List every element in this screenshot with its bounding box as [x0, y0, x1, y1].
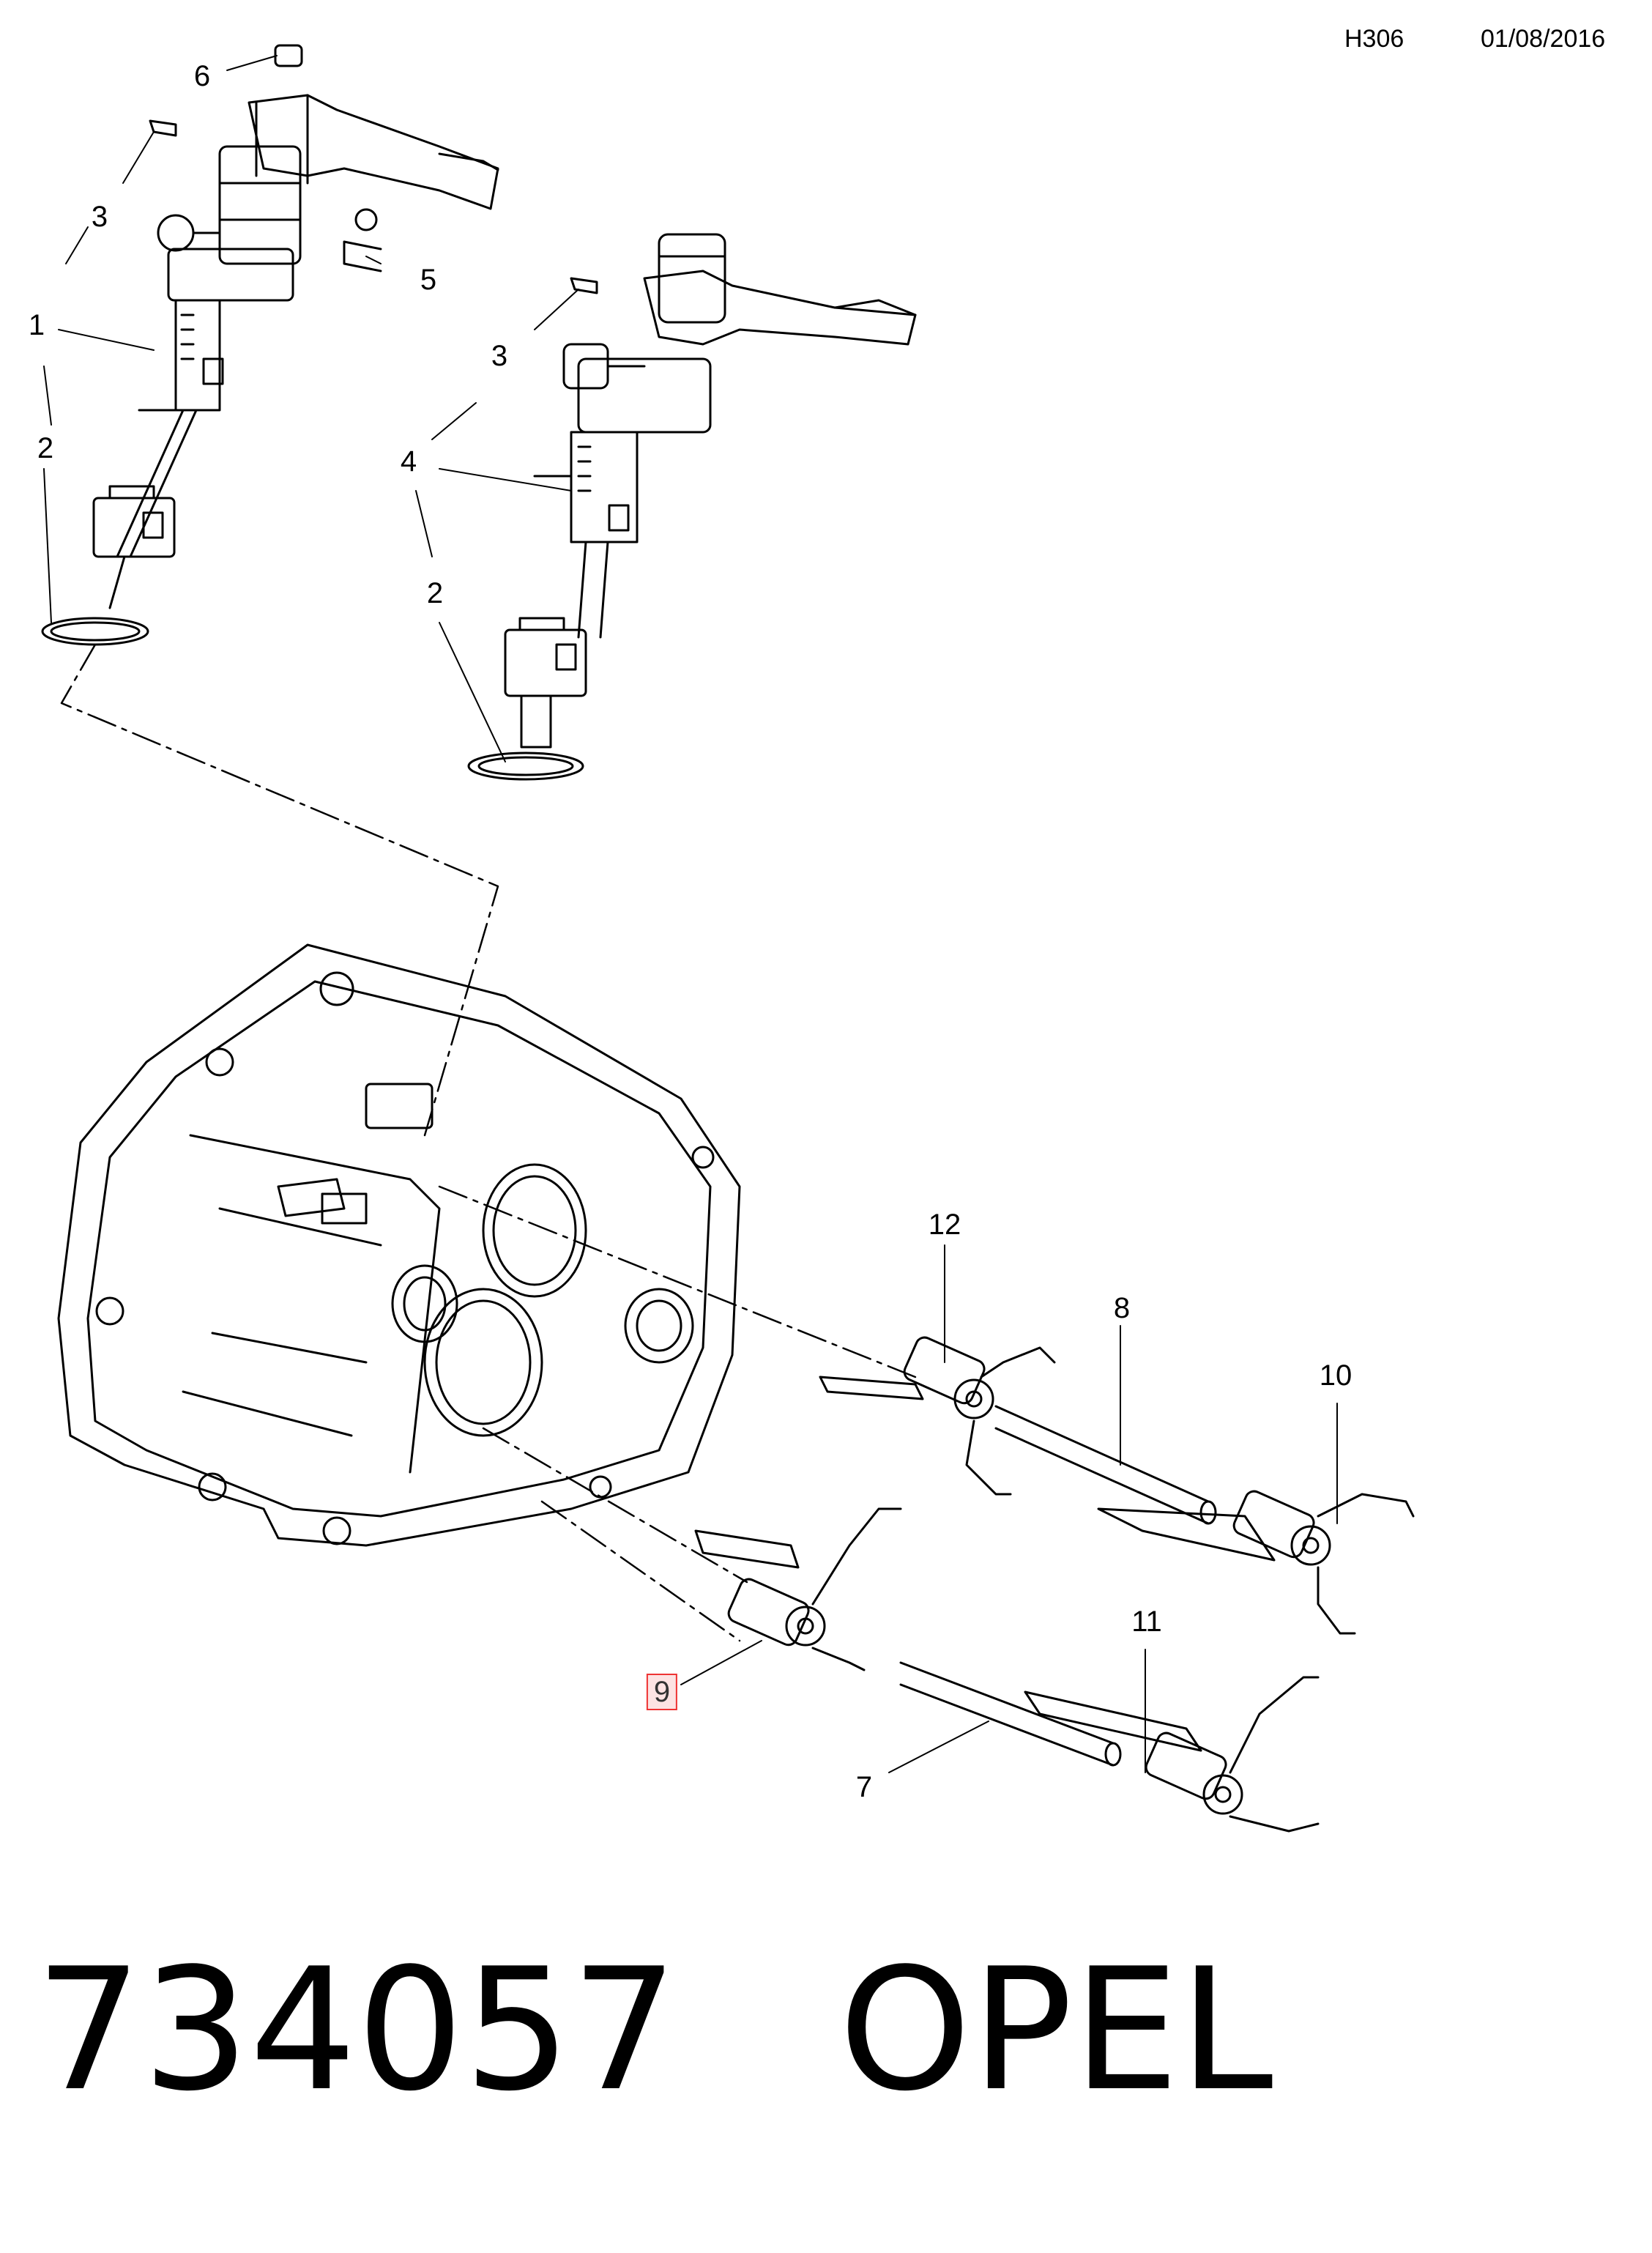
shift-rod-upper — [819, 1336, 1415, 1635]
callout-11[interactable]: 11 — [1131, 1606, 1162, 1638]
part-number: 734057 — [35, 1933, 678, 2128]
callout-9-highlighted[interactable]: 9 — [646, 1674, 678, 1710]
brand-name: OPEL — [838, 1933, 1273, 2128]
callout-8[interactable]: 8 — [1113, 1292, 1131, 1324]
callout-5[interactable]: 5 — [420, 264, 437, 296]
shift-tower-assembly-b — [467, 233, 917, 781]
callout-2-left[interactable]: 2 — [37, 432, 54, 464]
callout-4[interactable]: 4 — [400, 445, 417, 478]
shift-rod-lower — [694, 1507, 1320, 1833]
leader-lines — [43, 55, 1338, 1773]
callout-1[interactable]: 1 — [28, 309, 45, 341]
callout-3-left[interactable]: 3 — [91, 201, 108, 233]
assembly-guide-lines — [60, 643, 917, 1642]
callout-2-right[interactable]: 2 — [426, 577, 444, 609]
diagram-date: 01/08/2016 — [1481, 25, 1606, 53]
callout-12[interactable]: 12 — [928, 1209, 961, 1241]
callout-3-right[interactable]: 3 — [491, 340, 508, 372]
shift-tower-assembly-a — [41, 44, 499, 646]
callout-10[interactable]: 10 — [1319, 1359, 1353, 1392]
diagram-code: H306 — [1344, 25, 1404, 53]
footer-title: 734057 OPEL — [35, 1947, 1273, 2115]
callout-6[interactable]: 6 — [193, 60, 211, 92]
gearbox-housing — [57, 943, 741, 1547]
callout-7[interactable]: 7 — [855, 1771, 873, 1803]
